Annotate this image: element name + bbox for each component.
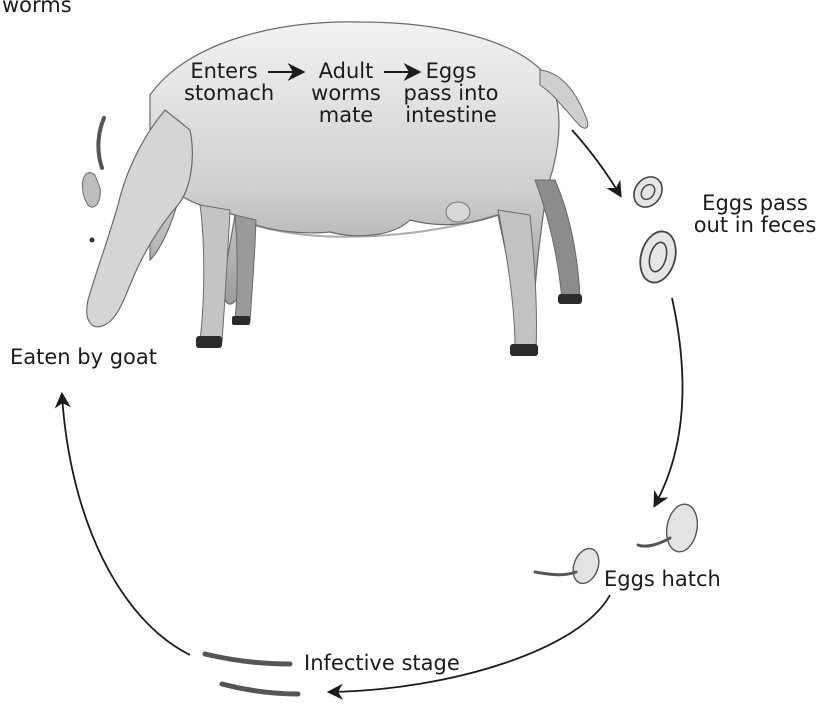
goat-hind-leg-2 bbox=[535, 180, 580, 300]
goat-head bbox=[87, 110, 193, 327]
label-eaten-by-goat: Eaten by goat bbox=[10, 346, 157, 368]
step-enters-stomach: Enters stomach bbox=[184, 60, 264, 104]
arrow-to-infective bbox=[330, 595, 610, 692]
label-eggs-pass-out: Eggs pass out in feces bbox=[688, 192, 822, 236]
step-eggs-into-intestine: Eggs pass into intestine bbox=[396, 60, 506, 126]
label-infective-stage: Infective stage bbox=[304, 652, 460, 674]
label-eggs-hatch: Eggs hatch bbox=[604, 568, 721, 590]
arrow-to-feces bbox=[572, 130, 620, 195]
egg-icon-large bbox=[635, 227, 681, 286]
arrow-to-eaten bbox=[62, 395, 190, 655]
step-adult-worms-mate: Adult worms mate bbox=[306, 60, 386, 126]
larva-icon bbox=[205, 654, 298, 694]
goat-front-leg-1 bbox=[200, 205, 230, 342]
goat-horn bbox=[98, 118, 104, 168]
goat-ear bbox=[82, 173, 100, 207]
hatching-egg-icon-1 bbox=[638, 502, 701, 554]
goat-front-leg-2 bbox=[235, 215, 256, 322]
egg-icon-small bbox=[628, 171, 668, 212]
arrow-to-hatch bbox=[655, 298, 682, 505]
hatching-egg-icon-2 bbox=[535, 545, 603, 587]
goat-hind-leg-1 bbox=[498, 210, 537, 350]
goat-eye bbox=[90, 238, 95, 243]
